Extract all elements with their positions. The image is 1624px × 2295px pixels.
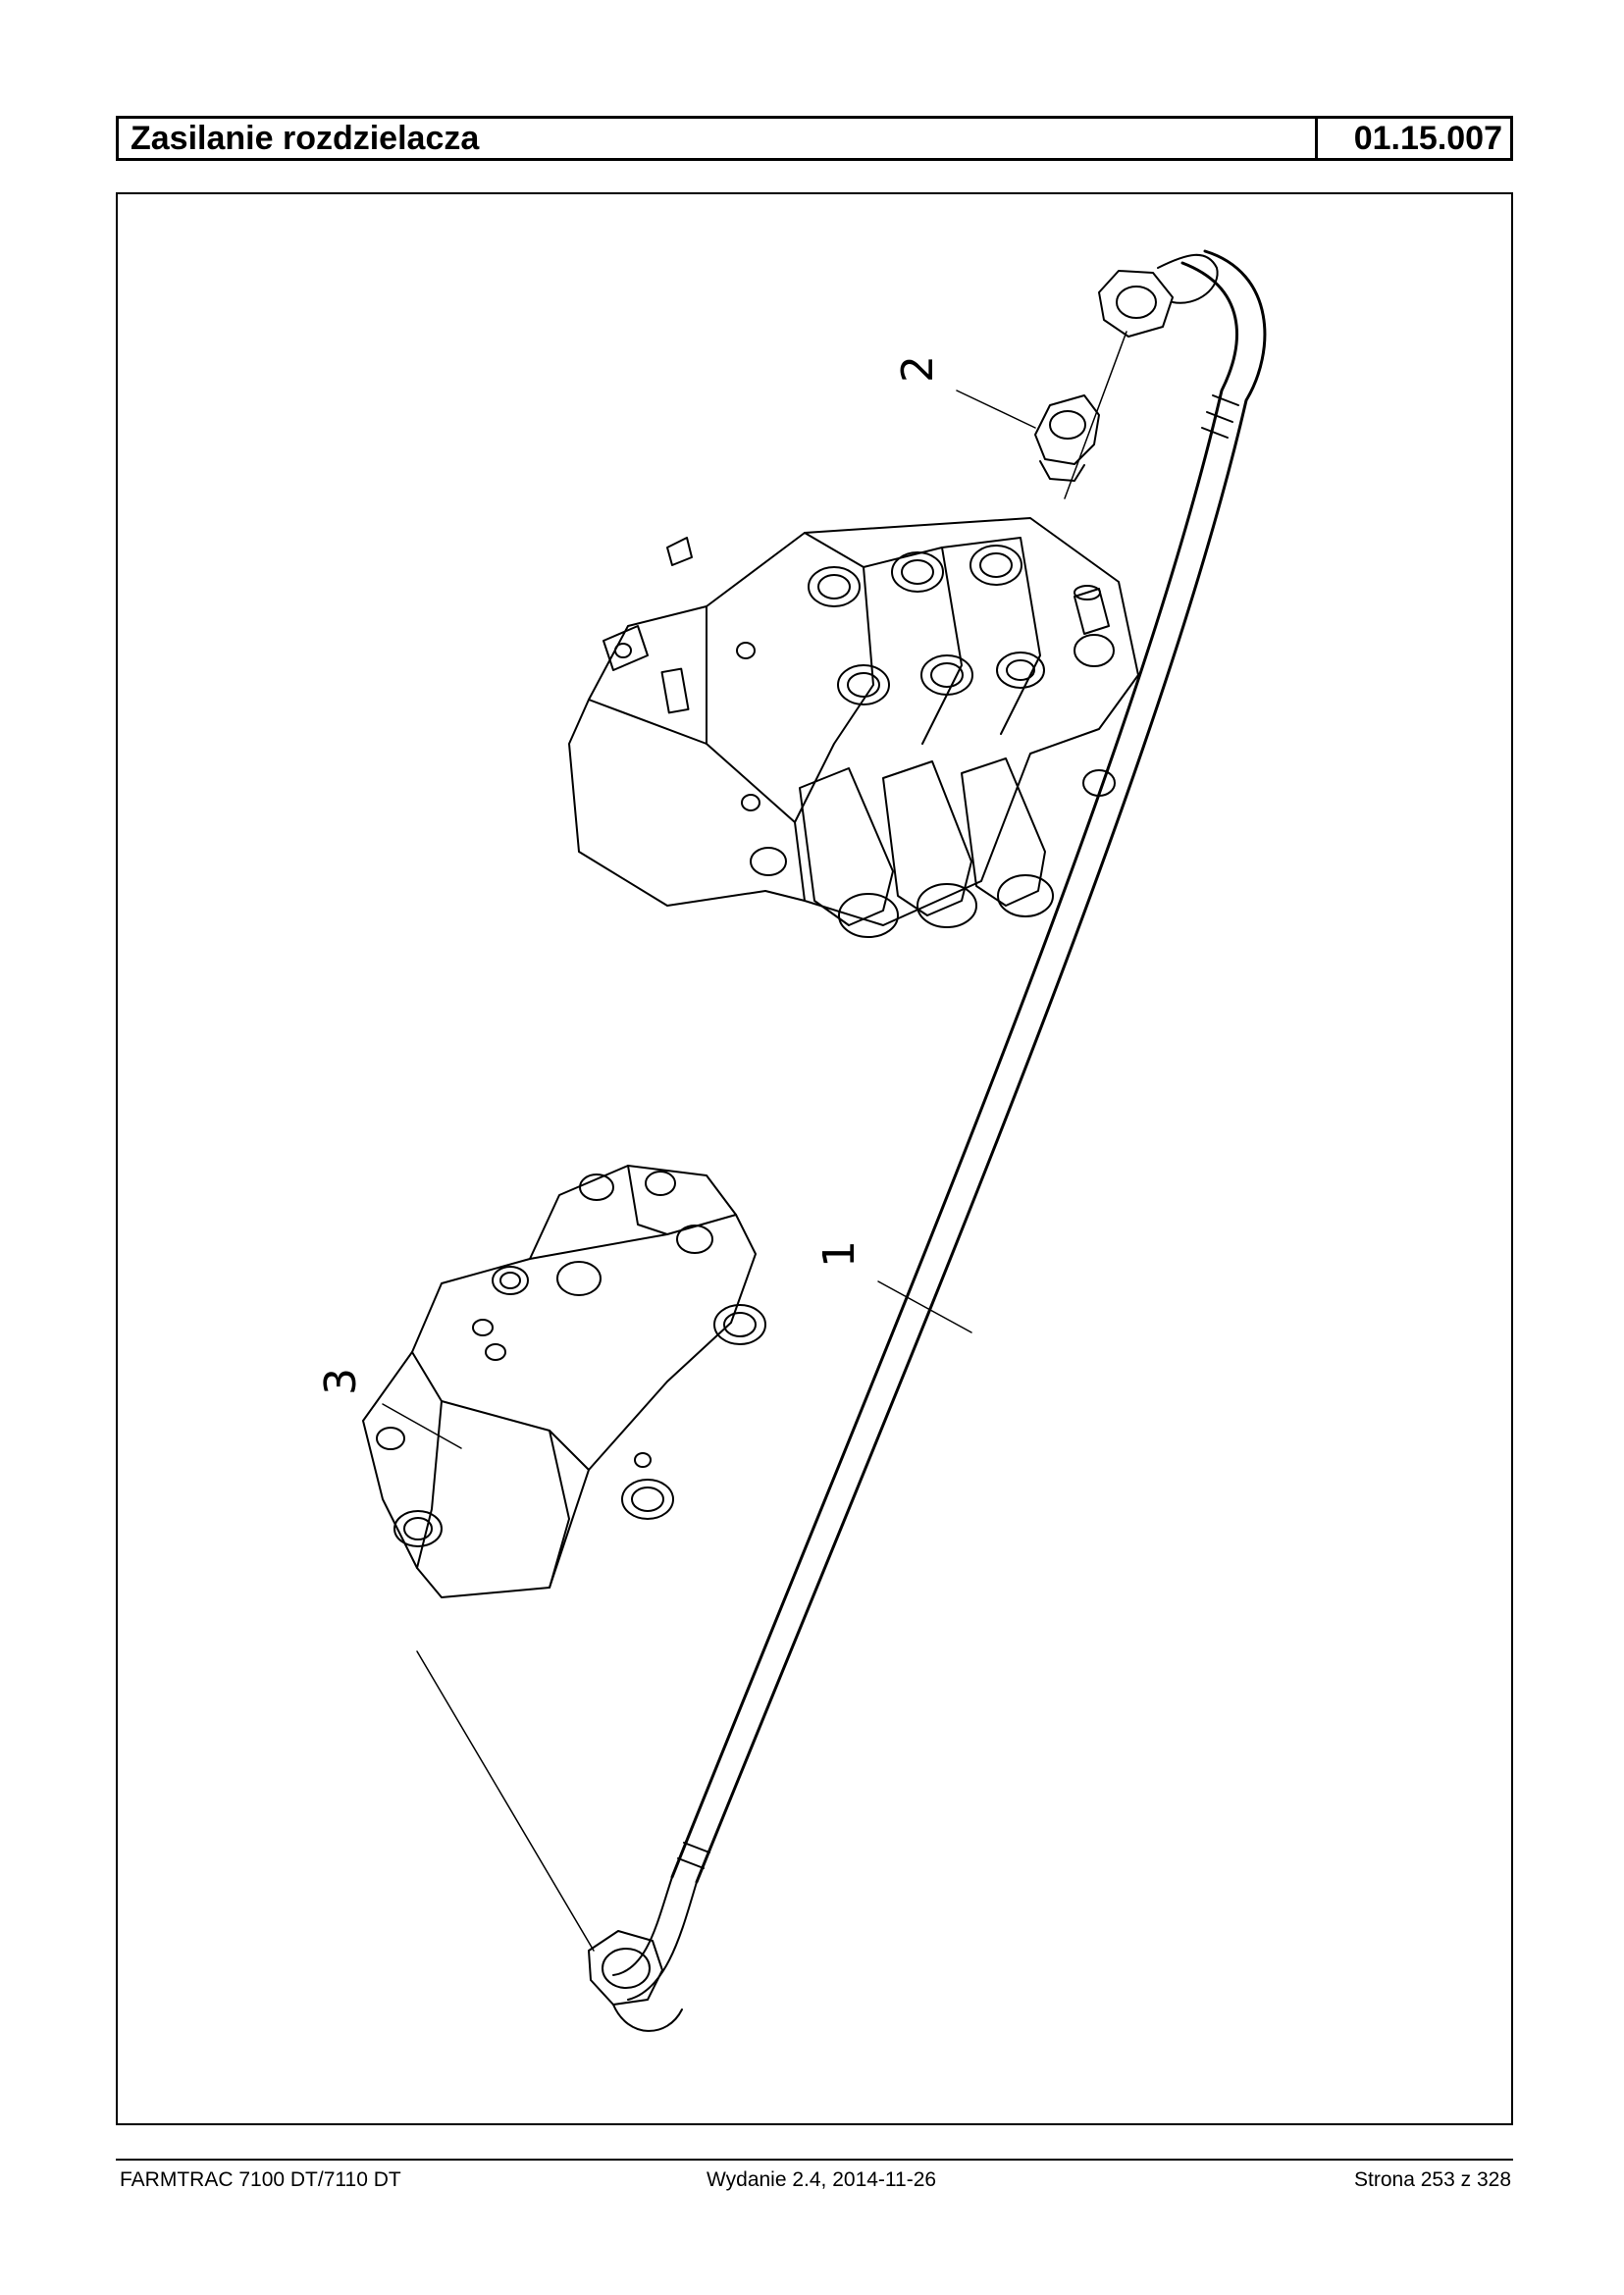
callout-1: 1 [814, 1240, 864, 1268]
control-valve-block [568, 517, 1139, 938]
callout-2: 2 [893, 355, 943, 383]
adapter-fitting [1034, 394, 1100, 482]
footer-page-number: Strona 253 z 328 [1354, 2168, 1511, 2191]
leader-line-3 [382, 1403, 462, 1449]
hydraulic-hose [612, 249, 1267, 2001]
exploded-diagram-frame: 2 1 3 [116, 192, 1513, 2125]
footer-divider [116, 2159, 1513, 2161]
footer-model: FARMTRAC 7100 DT/7110 DT [120, 2168, 401, 2191]
callout-3: 3 [316, 1368, 366, 1395]
leader-line-1 [877, 1280, 972, 1333]
exploded-diagram: 2 1 3 [316, 249, 1267, 2032]
page-title: Zasilanie rozdzielacza [119, 119, 1318, 158]
hose-bottom-nut [588, 1930, 683, 2032]
footer-edition: Wydanie 2.4, 2014-11-26 [707, 2168, 937, 2191]
leader-line-2 [956, 390, 1036, 429]
hydraulic-pump [362, 1165, 766, 1598]
section-code: 01.15.007 [1353, 120, 1502, 157]
hose-top-nut [1098, 253, 1219, 338]
page-header: Zasilanie rozdzielacza 01.15.007 [116, 116, 1513, 161]
